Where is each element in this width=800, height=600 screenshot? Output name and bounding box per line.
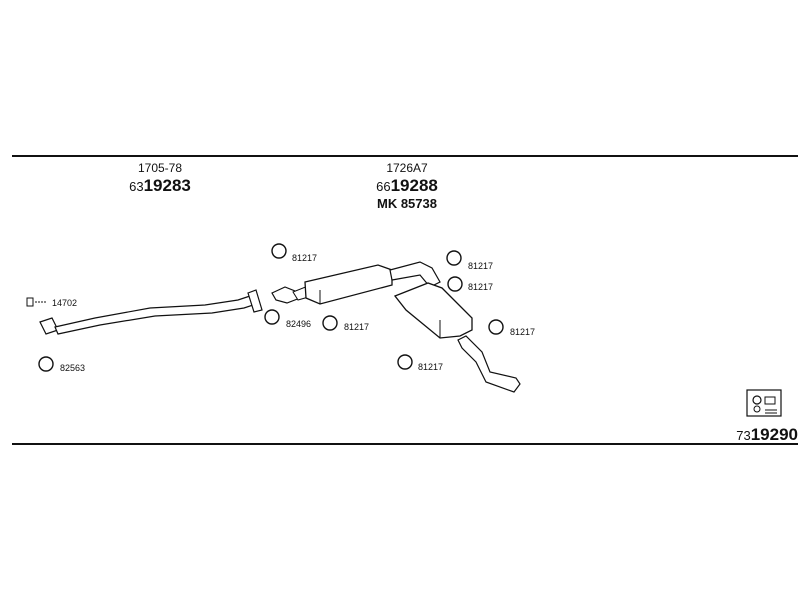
middle-silencer-number: 6619288 xyxy=(376,176,438,195)
ring-d-icon xyxy=(446,250,462,266)
ring-front-icon xyxy=(38,356,54,372)
flange-gasket-icon xyxy=(26,297,47,307)
front-pipe-icon xyxy=(39,289,263,335)
ring-b-icon xyxy=(264,309,280,325)
ring-a-icon xyxy=(271,243,287,259)
middle-silencer-code: 1726A7 xyxy=(386,161,428,175)
ring-b-label: 82496 xyxy=(286,319,311,329)
middle-silencer-mk: MK 85738 xyxy=(377,196,437,211)
ring-g-icon xyxy=(397,354,413,370)
kit-part-number: 7319290 xyxy=(736,425,798,444)
ring-d-label: 81217 xyxy=(468,261,493,271)
middle-silencer-icon xyxy=(271,261,441,305)
ring-front-label: 82563 xyxy=(60,363,85,373)
ring-c-icon xyxy=(322,315,338,331)
front-pipe-number: 6319283 xyxy=(129,176,191,195)
mounting-kit-icon xyxy=(746,389,782,417)
flange-gasket-label: 14702 xyxy=(52,298,77,308)
ring-g-label: 81217 xyxy=(418,362,443,372)
ring-a-label: 81217 xyxy=(292,253,317,263)
bottom-rule xyxy=(12,443,798,445)
ring-e-icon xyxy=(447,276,463,292)
ring-c-label: 81217 xyxy=(344,322,369,332)
ring-f-icon xyxy=(488,319,504,335)
middle-silencer-part-number: 1726A7 6619288 MK 85738 xyxy=(362,162,452,210)
rear-silencer-icon xyxy=(393,282,521,393)
front-pipe-part-number: 1705-78 6319283 xyxy=(120,162,200,194)
top-rule xyxy=(12,155,798,157)
front-pipe-code: 1705-78 xyxy=(137,161,183,175)
ring-e-label: 81217 xyxy=(468,282,493,292)
ring-f-label: 81217 xyxy=(510,327,535,337)
